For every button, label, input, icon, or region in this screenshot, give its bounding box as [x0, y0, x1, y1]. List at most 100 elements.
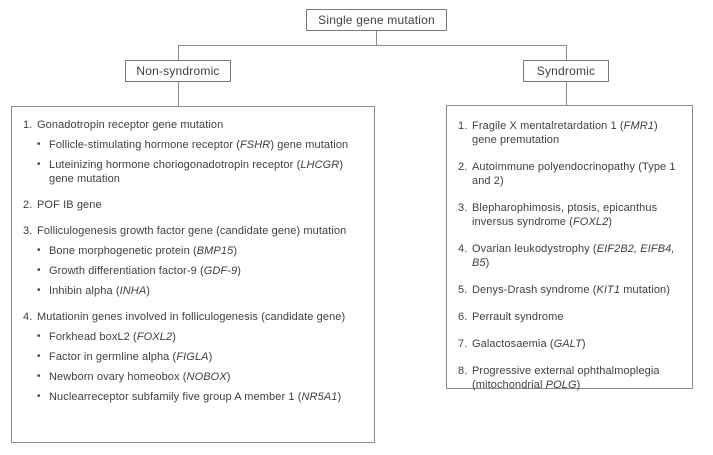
- text-segment: Newborn ovary homeobox (: [49, 371, 187, 383]
- numbered-item: 3. Folliculogenesis growth factor gene (c…: [23, 224, 365, 238]
- item-number: 2.: [458, 161, 468, 173]
- text-segment: ): [237, 265, 241, 277]
- branch-node-non-syndromic: Non-syndromic: [125, 60, 231, 82]
- bullet-icon: •: [37, 391, 41, 402]
- bullet-item: • Inhibin alpha (INHA): [37, 284, 365, 298]
- item-number: 4.: [458, 243, 468, 255]
- text-segment: Progressive external ophthalmoplegia (mi…: [472, 365, 660, 391]
- text-segment: Bone morphogenetic protein (: [49, 245, 197, 257]
- bullet-text: Luteinizing hormone choriogonadotropin r…: [49, 158, 365, 186]
- root-node-single-gene-mutation: Single gene mutation: [306, 9, 447, 31]
- gene-name: EIF2B2, EIFB4, B5: [472, 243, 675, 269]
- item-number: 1.: [23, 119, 33, 131]
- gene-name: GDF-9: [203, 265, 238, 277]
- text-segment: Nuclearreceptor subfamily five group A m…: [49, 391, 302, 403]
- bullet-text: Growth differentiation factor-9 (GDF-9): [49, 264, 365, 278]
- bullet-text: Bone morphogenetic protein (BMP15): [49, 244, 365, 258]
- text-segment: Follicle-stimulating hormone receptor (: [49, 139, 240, 151]
- bullet-text: Nuclearreceptor subfamily five group A m…: [49, 390, 365, 404]
- item-text: Progressive external ophthalmoplegia (mi…: [472, 364, 683, 392]
- numbered-item: 2. POF IB gene: [23, 198, 365, 212]
- connector-right-drop-upper: [566, 45, 567, 61]
- text-segment: ): [337, 391, 342, 403]
- bullet-item: • Nuclearreceptor subfamily five group A …: [37, 390, 365, 404]
- numbered-item: 2. Autoimmune polyendocrinopathy (Type 1 …: [458, 160, 683, 188]
- bullet-text: Inhibin alpha (INHA): [49, 284, 365, 298]
- gene-name: NR5A1: [301, 391, 338, 403]
- item-number: 2.: [23, 199, 33, 211]
- item-text: Ovarian leukodystrophy (EIF2B2, EIFB4, B…: [472, 242, 683, 270]
- bullet-item: • Luteinizing hormone choriogonadotropin …: [37, 158, 365, 186]
- bullet-item: •Factor in germline alpha (FIGLA): [37, 350, 365, 364]
- connector-horizontal-branch: [178, 45, 567, 46]
- gene-name: BMP15: [196, 245, 234, 257]
- text-segment: Forkhead boxL2 (: [49, 331, 137, 343]
- bullet-text: Forkhead boxL2 (FOXL2): [49, 330, 365, 344]
- branch-node-non-syndromic-label: Non-syndromic: [136, 64, 220, 78]
- item-number: 8.: [458, 365, 468, 377]
- gene-name: INHA: [119, 285, 147, 297]
- text-segment: ): [233, 245, 238, 257]
- gene-name: KIT1: [596, 284, 621, 296]
- bullet-icon: •: [37, 285, 41, 296]
- text-segment: ): [485, 257, 490, 269]
- item-number: 3.: [458, 202, 468, 214]
- gene-name: FOXL2: [572, 216, 609, 228]
- numbered-item: 1. Fragile X mentalretardation 1 (FMR1) g…: [458, 119, 683, 147]
- text-segment: ) gene premutation: [472, 120, 658, 146]
- text-segment: Denys-Drash syndrome (: [472, 284, 597, 296]
- branch-node-syndromic: Syndromic: [523, 60, 609, 82]
- text-segment: ) gene mutation: [49, 159, 344, 185]
- item-text: POF IB gene: [37, 198, 365, 212]
- item-text: Gonadotropin receptor gene mutation: [37, 118, 365, 132]
- bullet-item: • Forkhead boxL2 (FOXL2): [37, 330, 365, 344]
- bullet-item: •Bone morphogenetic protein (BMP15): [37, 244, 365, 258]
- item-number: 1.: [458, 120, 468, 132]
- bullet-icon: •: [37, 331, 41, 342]
- gene-name: FIGLA: [176, 351, 209, 363]
- item-text: Folliculogenesis growth factor gene (can…: [37, 224, 365, 238]
- gene-name: NOBOX: [186, 371, 227, 383]
- text-segment: ): [146, 285, 151, 297]
- bullet-icon: •: [37, 351, 41, 362]
- item-number: 5.: [458, 284, 468, 296]
- text-segment: mutation): [620, 284, 671, 296]
- numbered-item: 3. Blepharophimosis, ptosis, epicanthus i…: [458, 201, 683, 229]
- item-text: Autoimmune polyendocrinopathy (Type 1 an…: [472, 160, 683, 188]
- numbered-item: 4.Mutationin genes involved in folliculo…: [23, 310, 365, 324]
- connector-left-drop-lower: [178, 82, 179, 106]
- item-number: 3.: [23, 225, 33, 237]
- numbered-item: 6.Perrault syndrome: [458, 310, 683, 324]
- numbered-item: 1. Gonadotropin receptor gene mutation: [23, 118, 365, 132]
- item-number: 6.: [458, 311, 468, 323]
- numbered-item: 7.Galactosaemia (GALT): [458, 337, 683, 351]
- syndromic-list-panel: 1. Fragile X mentalretardation 1 (FMR1) g…: [446, 105, 693, 392]
- item-text: Denys-Drash syndrome (KIT1 mutation): [472, 283, 683, 297]
- text-segment: Factor in germline alpha (: [49, 351, 177, 363]
- connector-right-drop-lower: [566, 82, 567, 105]
- gene-name: GALT: [553, 338, 582, 350]
- bullet-icon: •: [37, 159, 41, 170]
- text-segment: ) gene mutation: [270, 139, 349, 151]
- text-segment: Luteinizing hormone choriogonadotropin r…: [49, 159, 301, 171]
- text-segment: Inhibin alpha (: [49, 285, 120, 297]
- text-segment: ): [226, 371, 231, 383]
- text-segment: Autoimmune polyendocrinopathy (Type 1 an…: [472, 161, 676, 187]
- text-segment: Fragile X mentalretardation 1 (: [472, 120, 624, 132]
- item-text: Blepharophimosis, ptosis, epicanthus inv…: [472, 201, 683, 229]
- gene-name: FMR1: [623, 120, 655, 132]
- connector-left-drop-upper: [178, 45, 179, 61]
- gene-name: FOXL2: [136, 331, 173, 343]
- text-segment: ): [608, 216, 613, 228]
- text-segment: Ovarian leukodystrophy (: [472, 243, 597, 255]
- gene-name: LHCGR: [300, 159, 340, 171]
- text-segment: Blepharophimosis, ptosis, epicanthus inv…: [472, 202, 658, 228]
- bullet-text: Newborn ovary homeobox (NOBOX): [49, 370, 365, 384]
- bullet-icon: •: [37, 265, 41, 276]
- text-segment: Growth differentiation factor-9 (: [49, 265, 204, 277]
- text-segment: ): [172, 331, 176, 343]
- text-segment: ): [581, 338, 586, 350]
- text-segment: POF IB gene: [37, 199, 102, 211]
- numbered-item: 4. Ovarian leukodystrophy (EIF2B2, EIFB4,…: [458, 242, 683, 270]
